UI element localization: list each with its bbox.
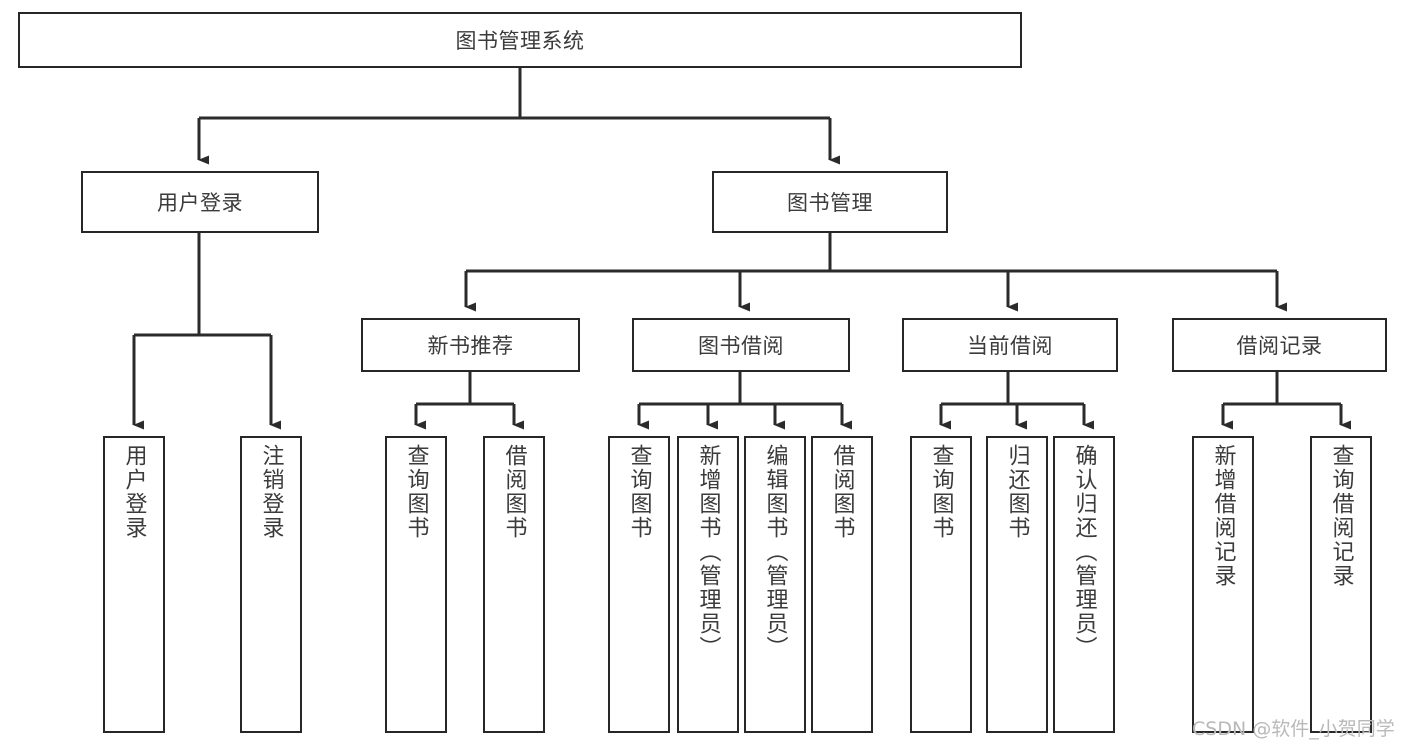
node-leaf-return-book-label: 归还图书	[1004, 444, 1030, 540]
node-leaf-edit-book[interactable]: 编辑图书（管理员）	[744, 436, 806, 733]
node-book-manage[interactable]: 图书管理	[712, 171, 948, 233]
node-leaf-add-record-label: 新增借阅记录	[1210, 444, 1236, 588]
node-leaf-query-book-2[interactable]: 查询图书	[608, 436, 670, 733]
node-book-borrow[interactable]: 图书借阅	[632, 318, 850, 372]
edge-current-borrow-split	[939, 372, 1094, 430]
node-new-book-rec[interactable]: 新书推荐	[361, 318, 580, 372]
node-leaf-user-login-label: 用户登录	[121, 444, 147, 540]
node-leaf-logout[interactable]: 注销登录	[240, 436, 302, 733]
node-leaf-borrow-book-2-label: 借阅图书	[829, 444, 855, 540]
node-root[interactable]: 图书管理系统	[18, 12, 1022, 68]
node-leaf-borrow-book-2[interactable]: 借阅图书	[811, 436, 873, 733]
node-leaf-query-record[interactable]: 查询借阅记录	[1310, 436, 1372, 733]
node-leaf-borrow-book-1-label: 借阅图书	[501, 444, 527, 540]
node-leaf-confirm-return[interactable]: 确认归还（管理员）	[1053, 436, 1115, 733]
node-book-manage-label: 图书管理	[787, 191, 873, 215]
node-leaf-user-login[interactable]: 用户登录	[103, 436, 165, 733]
node-leaf-query-book-2-label: 查询图书	[626, 444, 652, 540]
node-leaf-add-book-label: 新增图书（管理员）	[695, 444, 721, 660]
node-current-borrow[interactable]: 当前借阅	[902, 318, 1118, 372]
edge-user-login-split	[132, 233, 281, 430]
node-leaf-return-book[interactable]: 归还图书	[986, 436, 1048, 733]
node-user-login-label: 用户登录	[157, 191, 243, 215]
node-leaf-add-book[interactable]: 新增图书（管理员）	[677, 436, 739, 733]
node-borrow-record[interactable]: 借阅记录	[1172, 318, 1387, 372]
node-book-borrow-label: 图书借阅	[698, 334, 784, 358]
node-leaf-edit-book-label: 编辑图书（管理员）	[762, 444, 788, 660]
node-leaf-query-book-1-label: 查询图书	[403, 444, 429, 540]
edge-new-book-rec-split	[414, 372, 524, 430]
edge-borrow-record-split	[1221, 372, 1351, 430]
edge-book-manage-split	[464, 233, 1287, 312]
node-new-book-rec-label: 新书推荐	[427, 334, 514, 358]
node-leaf-query-record-label: 查询借阅记录	[1328, 444, 1354, 588]
node-leaf-query-book-3[interactable]: 查询图书	[910, 436, 972, 733]
node-leaf-borrow-book-1[interactable]: 借阅图书	[483, 436, 545, 733]
edge-root-split	[197, 68, 840, 165]
node-user-login[interactable]: 用户登录	[81, 171, 319, 233]
node-root-label: 图书管理系统	[455, 29, 585, 53]
node-leaf-add-record[interactable]: 新增借阅记录	[1192, 436, 1254, 733]
node-leaf-query-book-1[interactable]: 查询图书	[385, 436, 447, 733]
node-leaf-logout-label: 注销登录	[258, 444, 284, 540]
node-leaf-confirm-return-label: 确认归还（管理员）	[1071, 444, 1097, 660]
node-current-borrow-label: 当前借阅	[967, 334, 1053, 358]
node-borrow-record-label: 借阅记录	[1236, 334, 1323, 358]
edge-book-borrow-split	[637, 372, 852, 430]
node-leaf-query-book-3-label: 查询图书	[928, 444, 954, 540]
